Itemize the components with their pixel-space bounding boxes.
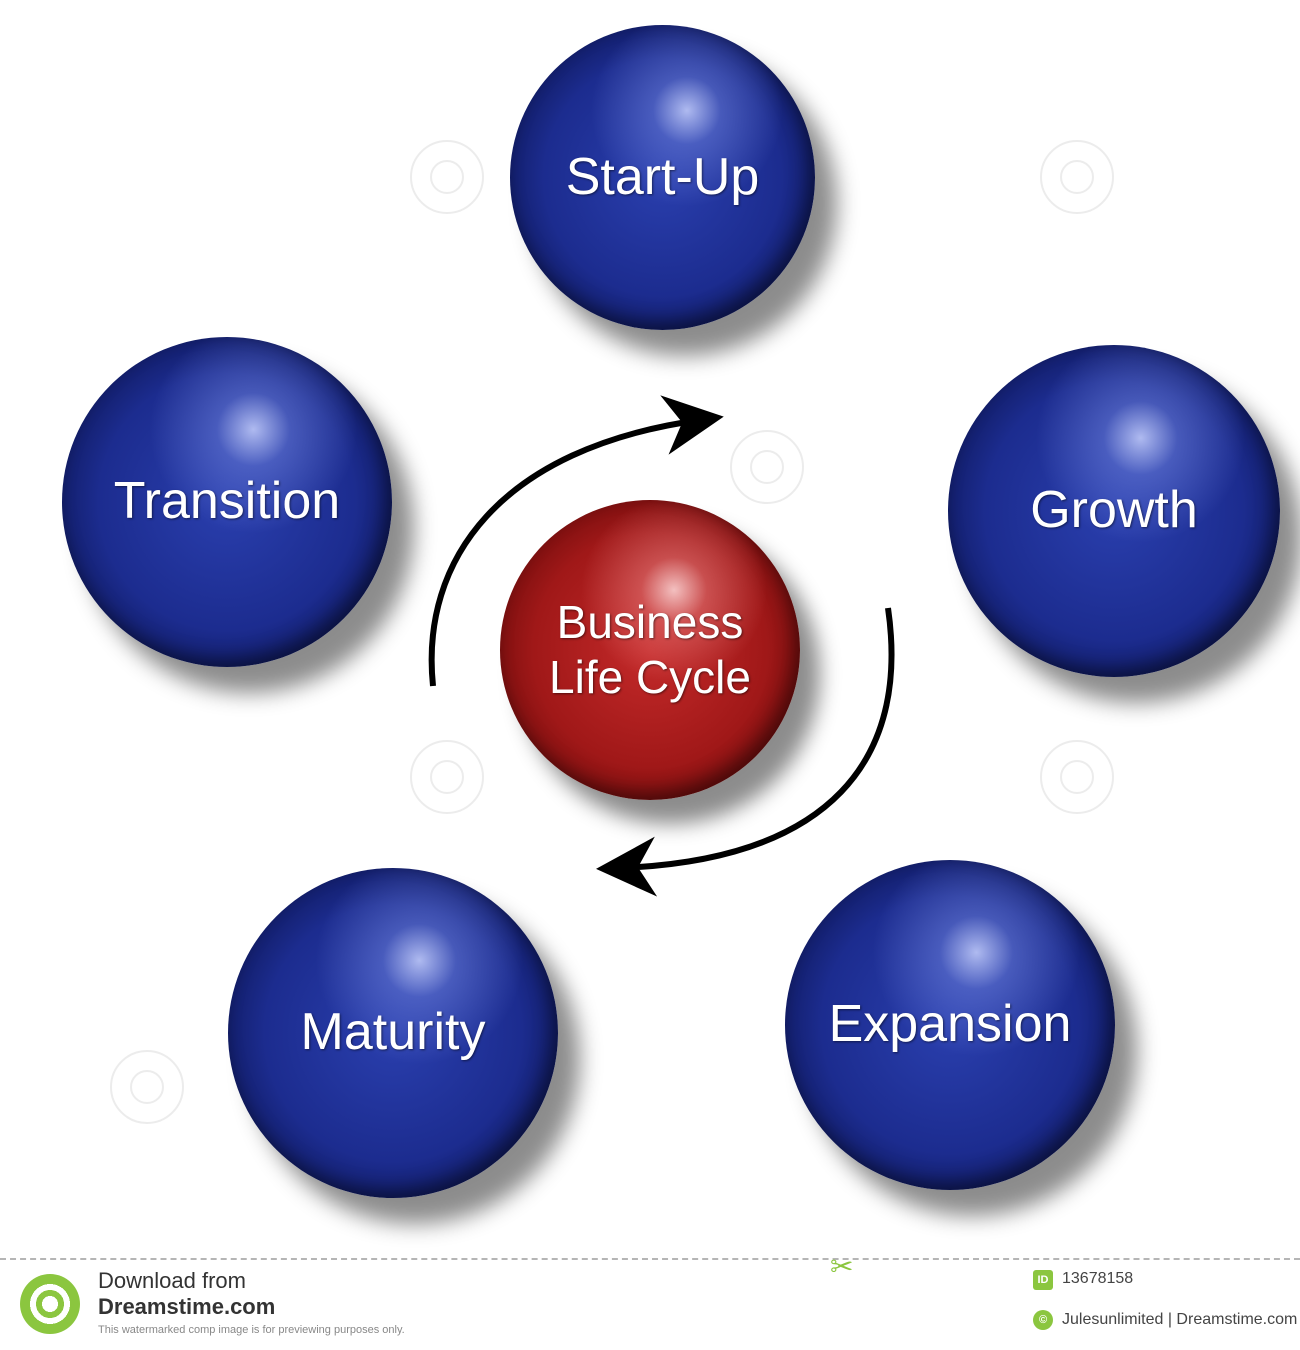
watermark-footer: Download from Dreamstime.com This waterm…: [0, 1251, 1300, 1350]
stage-label: Expansion: [828, 995, 1072, 1054]
watermark-logo-icon: [1040, 740, 1114, 814]
preview-note: This watermarked comp image is for previ…: [98, 1324, 405, 1336]
id-badge-icon: ID: [1033, 1270, 1053, 1290]
copyright-icon: ©: [1033, 1310, 1053, 1330]
stage-transition: Transition: [62, 337, 392, 667]
stage-expansion: Expansion: [785, 860, 1115, 1190]
watermark-logo-icon: [110, 1050, 184, 1124]
center-label-line1: Business: [556, 595, 744, 648]
scissors-icon: ✂: [830, 1251, 854, 1282]
stage-maturity: Maturity: [228, 868, 558, 1198]
download-site-link[interactable]: Dreamstime.com: [98, 1294, 276, 1319]
center-label-line2: Life Cycle: [549, 651, 751, 703]
business-life-cycle-diagram: Start-Up Growth Expansion Maturity Trans…: [62, 25, 1280, 1198]
download-label: Download from: [98, 1268, 246, 1293]
watermark-logo-icon: [1040, 140, 1114, 214]
author-credit: Julesunlimited | Dreamstime.com: [1062, 1311, 1298, 1328]
stage-startup: Start-Up: [510, 25, 815, 330]
dreamstime-logo-icon: [20, 1274, 80, 1334]
watermark-logo-icon: [410, 740, 484, 814]
stage-label: Growth: [1030, 481, 1198, 540]
stage-label: Transition: [113, 472, 341, 531]
stage-growth: Growth: [948, 345, 1280, 677]
center-label: Business Life Cycle: [549, 595, 751, 705]
stage-label: Maturity: [300, 1003, 486, 1062]
watermark-logo-icon: [730, 430, 804, 504]
stage-label: Start-Up: [565, 147, 760, 206]
center-business-life-cycle: Business Life Cycle: [500, 500, 800, 800]
watermark-logo-icon: [410, 140, 484, 214]
image-id: 13678158: [1062, 1270, 1134, 1287]
